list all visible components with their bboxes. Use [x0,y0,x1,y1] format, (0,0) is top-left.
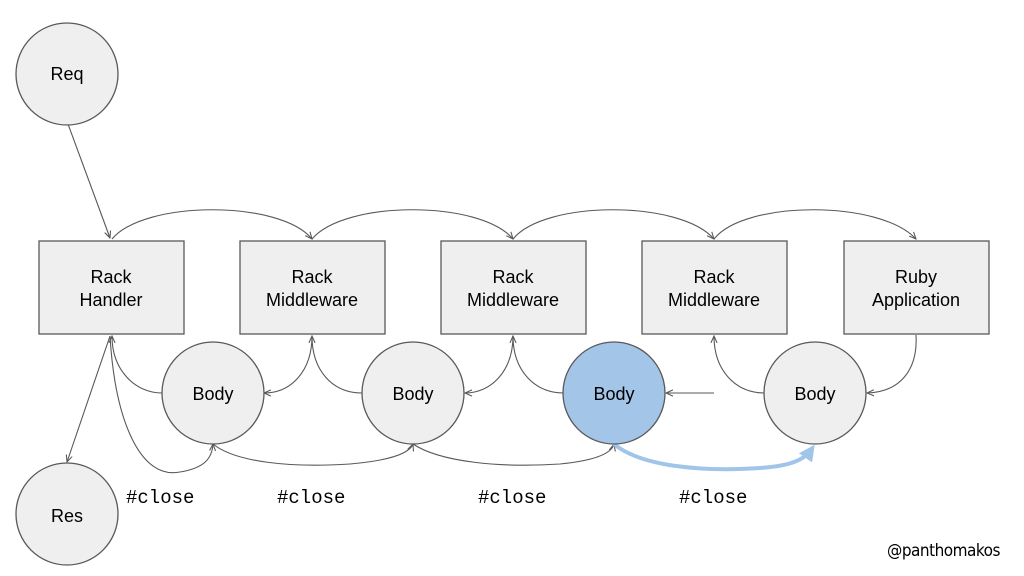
rack-middleware-box-2: Rack Middleware [440,240,587,335]
body-3-label: Body [593,384,634,404]
edge-app-to-body-4 [867,334,917,393]
body-node-4: Body [763,341,867,445]
body-node-3-highlighted: Body [562,341,666,445]
ruby-application-label-line-2: Application [872,290,960,310]
author-credit: @panthomakos [887,541,1000,561]
close-label-3: #close [478,487,546,509]
edge-body-3-to-middleware-2 [513,336,565,394]
body-1-label: Body [192,384,233,404]
close-label-1: #close [126,487,194,509]
close-label-4: #close [679,487,747,509]
edge-middleware-3-to-app [713,209,916,239]
rack-handler-label-line-2: Handler [79,290,142,310]
rack-middleware-box-1: Rack Middleware [239,240,386,335]
rack-middleware-box-3: Rack Middleware [641,240,788,335]
body-4-label: Body [794,384,835,404]
rack-middleware-3-label-line-2: Middleware [668,290,760,310]
rack-middleware-2-label-line-1: Rack [492,267,534,287]
req-node: Req [15,22,119,126]
body-2-label: Body [392,384,433,404]
edge-middleware-2-to-body-2 [465,335,514,393]
edge-close-handler-to-body-1 [109,335,213,474]
ruby-application-label-line-1: Ruby [895,267,937,287]
edge-close-body-1-to-body-2 [212,444,413,466]
rack-handler-box: Rack Handler [38,240,185,335]
rack-middleware-2-label-line-2: Middleware [467,290,559,310]
close-label-2: #close [277,487,345,509]
edge-body-1-to-handler [112,336,163,394]
edge-handler-to-middleware-1 [111,209,312,239]
res-label: Res [51,506,83,526]
body-node-1: Body [161,341,265,445]
req-label: Req [50,64,83,84]
rack-middleware-3-label-line-1: Rack [693,267,735,287]
edge-middleware-1-to-middleware-2 [311,209,513,239]
edge-close-body-2-to-body-3 [412,444,614,466]
ruby-application-box: Ruby Application [843,240,990,335]
res-node: Res [15,462,119,566]
edges [67,123,917,474]
edge-req-to-handler [67,123,110,238]
edge-middleware-1-to-body-1 [264,335,313,393]
rack-middleware-1-label-line-1: Rack [291,267,333,287]
rack-middleware-1-label-line-2: Middleware [266,290,358,310]
body-node-2: Body [361,341,465,445]
edge-middleware-2-to-middleware-3 [512,209,714,239]
edge-body-2-to-middleware-1 [312,336,363,394]
edge-close-body-3-to-body-4-highlight [612,442,815,472]
edge-handler-to-res [67,335,111,462]
rack-handler-label-line-1: Rack [90,267,132,287]
edge-body-4-to-middleware-3 [714,336,766,394]
